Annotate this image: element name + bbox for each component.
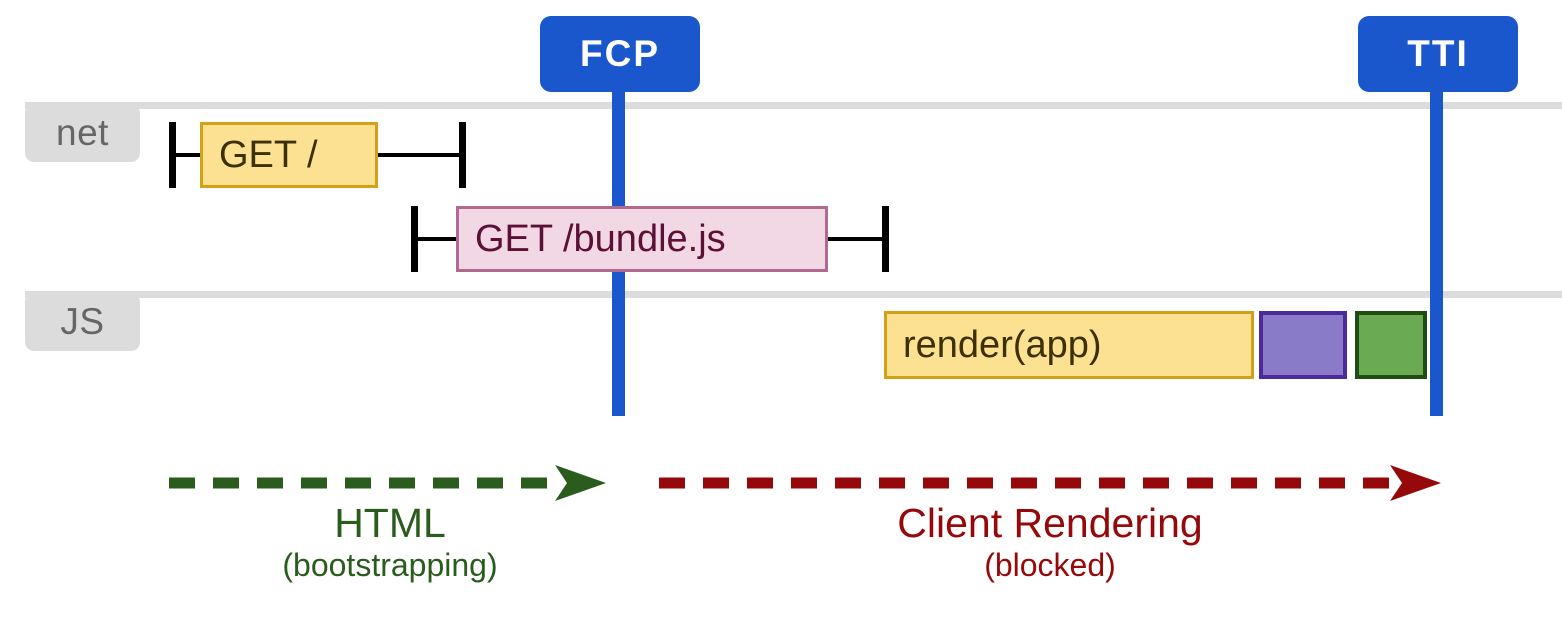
caption-client-rendering-phase: Client Rendering (blocked) [690, 500, 1410, 583]
lane-rule-js [25, 291, 1562, 298]
lane-badge-net: net [25, 104, 140, 162]
fcp-marker-label: FCP [580, 33, 660, 74]
caption-html-phase-sub: (bootstrapping) [282, 546, 498, 583]
tti-marker-line [1430, 86, 1443, 416]
bar-get-bundle[interactable]: GET /bundle.js [456, 206, 828, 272]
bar-get-root-label: GET / [219, 133, 318, 176]
caption-client-rendering-phase-main: Client Rendering [897, 500, 1203, 546]
lane-label-js: JS [60, 301, 105, 342]
client-rendering-phase-arrow-icon [659, 465, 1441, 501]
tti-marker-flag[interactable]: TTI [1358, 16, 1518, 92]
fcp-marker-flag[interactable]: FCP [540, 16, 700, 92]
caption-client-rendering-phase-sub: (blocked) [984, 546, 1116, 583]
caption-html-phase: HTML (bootstrapping) [160, 500, 620, 583]
bar-get-root[interactable]: GET / [200, 122, 378, 188]
bar-task-green[interactable] [1355, 311, 1427, 379]
bar-render-app-label: render(app) [903, 323, 1102, 366]
bar-render-app[interactable]: render(app) [884, 311, 1254, 379]
bar-task-purple[interactable] [1259, 311, 1347, 379]
get-root-whisker-cap-right [459, 122, 466, 188]
caption-html-phase-main: HTML [334, 500, 446, 546]
lane-label-net: net [56, 112, 109, 153]
get-bundle-whisker-cap-right [882, 206, 889, 272]
tti-marker-label: TTI [1407, 33, 1469, 74]
bar-get-bundle-label: GET /bundle.js [475, 217, 726, 260]
html-phase-arrow-icon [169, 465, 606, 501]
lane-rule-net [25, 102, 1562, 109]
lane-badge-js: JS [25, 293, 140, 351]
